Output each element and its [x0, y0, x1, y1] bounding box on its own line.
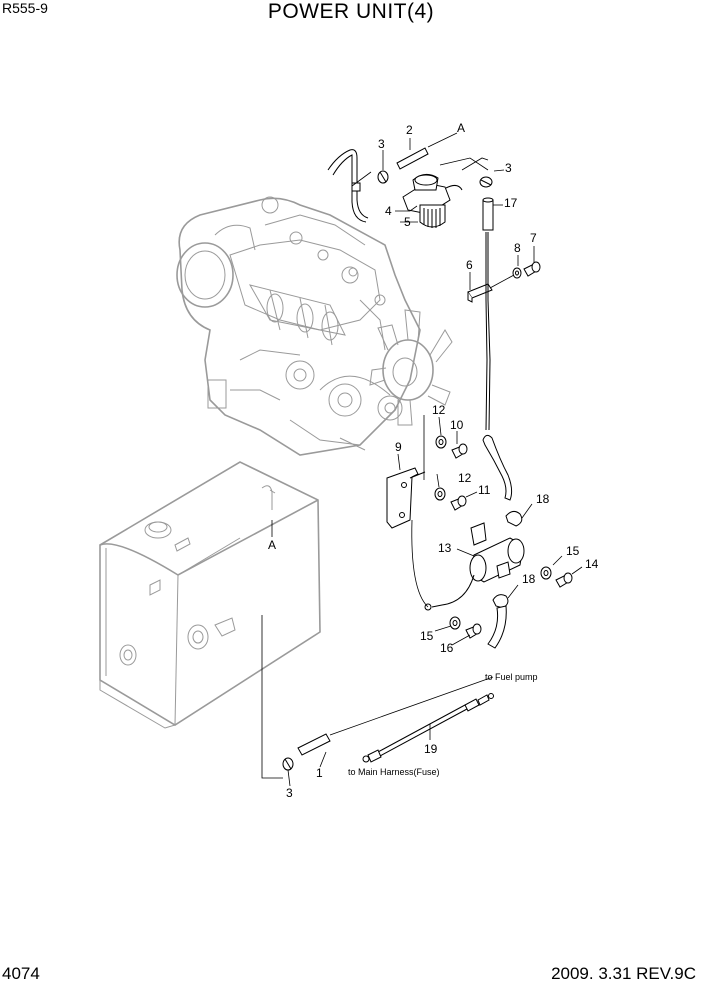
part-8-washer [512, 267, 522, 279]
part-4-fuel-filter [402, 174, 463, 228]
callout-4: 4 [385, 204, 392, 218]
tank-illustration [99, 461, 321, 729]
callout-11: 11 [478, 483, 491, 497]
callout-10: 10 [450, 418, 464, 432]
callout-3-right: 3 [505, 161, 512, 175]
part-7-bolt [523, 261, 541, 277]
callout-12-lower: 12 [458, 471, 472, 485]
leader-lines [261, 132, 583, 787]
callout-13: 13 [438, 541, 452, 555]
callout-9: 9 [395, 440, 402, 454]
part-3-clamp-lower [282, 757, 294, 771]
part-11-bolt [450, 495, 467, 511]
fan-illustration [369, 309, 453, 426]
callout-3-upper: 3 [378, 137, 385, 151]
callout-6: 6 [466, 258, 473, 272]
part-2-hose [396, 147, 429, 170]
callout-12-upper: 12 [432, 403, 446, 417]
engine-illustration [176, 196, 453, 456]
part-18-clamp-upper [505, 510, 523, 527]
callout-18-upper: 18 [536, 492, 550, 506]
note-to-main-harness: to Main Harness(Fuse) [348, 767, 440, 777]
callout-15-lower: 15 [420, 629, 434, 643]
note-to-fuel-pump: to Fuel pump [485, 672, 538, 682]
part-3-clamp-right [479, 176, 493, 188]
callout-18-lower: 18 [522, 572, 536, 586]
model-number: R555-9 [2, 0, 48, 16]
ref-a-lower: A [268, 538, 276, 552]
callout-14: 14 [585, 557, 599, 571]
callout-5: 5 [404, 215, 411, 229]
page-title: POWER UNIT(4) [267, 0, 435, 23]
callout-2: 2 [406, 123, 413, 137]
part-12-washer-upper [435, 435, 447, 449]
part-17-hose [482, 197, 494, 231]
part-15-washer-right [540, 566, 552, 580]
callout-8: 8 [514, 241, 521, 255]
hose-lower [487, 605, 507, 649]
part-12-washer-lower [434, 487, 446, 501]
part-15-washer-lower [449, 616, 461, 630]
fuel-line [482, 232, 513, 501]
callout-3-lower: 3 [286, 786, 293, 800]
page-number: 4074 [2, 964, 40, 983]
part-3-clamp-upper [377, 170, 389, 184]
callout-7: 7 [530, 231, 537, 245]
part-13-fuel-pump [424, 522, 525, 611]
bent-pipe-upper [327, 149, 369, 223]
callout-1: 1 [316, 766, 323, 780]
ref-a-upper: A [457, 121, 465, 135]
callout-17: 17 [504, 196, 518, 210]
part-1-hose [297, 733, 331, 756]
part-19-harness [362, 693, 494, 763]
part-14-bolt [555, 572, 573, 588]
part-9-bracket [386, 467, 426, 529]
callout-15-right: 15 [566, 544, 580, 558]
part-10-bolt [451, 443, 468, 459]
revision-date: 2009. 3.31 REV.9C [551, 964, 696, 983]
callout-16: 16 [440, 641, 454, 655]
callout-19: 19 [424, 742, 438, 756]
